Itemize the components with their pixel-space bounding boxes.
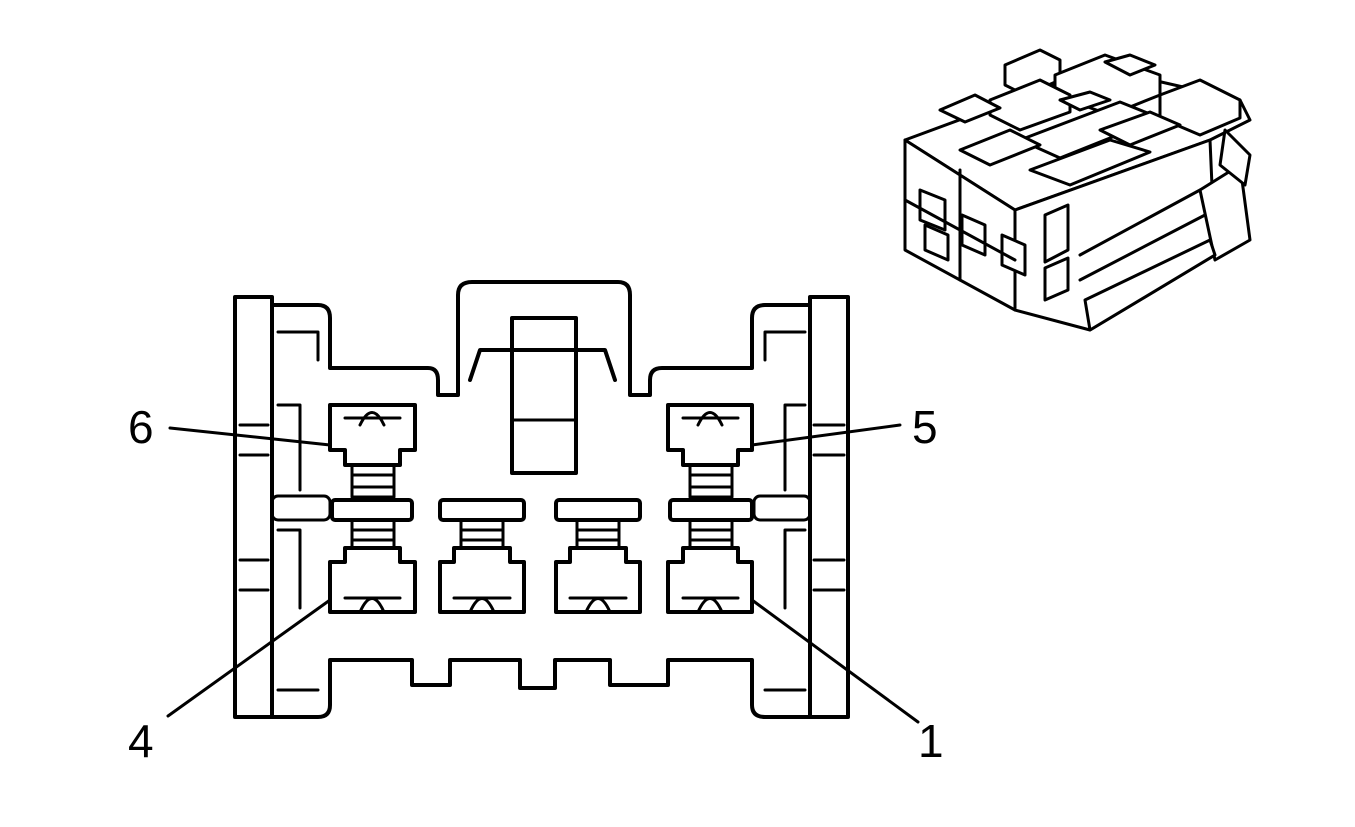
- connector-isometric-view: [903, 48, 1252, 332]
- middle-bars: [330, 498, 754, 522]
- cavity-6: [328, 403, 417, 499]
- center-latch: [468, 348, 617, 382]
- cavity-4: [328, 518, 417, 614]
- leader-lines: [166, 423, 920, 724]
- pin-label-6: 6: [128, 401, 154, 453]
- left-ribs: [238, 423, 332, 592]
- right-ribs: [752, 423, 846, 592]
- center-key: [510, 316, 578, 475]
- left-inner-rail: [276, 330, 320, 692]
- cavity-5: [666, 403, 754, 499]
- housing-body: [270, 280, 812, 719]
- cavity-3: [438, 518, 526, 614]
- housing-outline-right: [808, 295, 850, 719]
- cavity-2: [554, 518, 642, 614]
- leader-5: [750, 423, 902, 447]
- pin-label-1: 1: [918, 715, 944, 767]
- cavity-1: [666, 518, 754, 614]
- connector-face-view: 6 5 4 1: [128, 280, 944, 767]
- right-inner-rail: [763, 330, 807, 692]
- pin-label-5: 5: [912, 401, 938, 453]
- leader-1: [750, 598, 920, 724]
- leader-6: [168, 426, 332, 447]
- pin-label-4: 4: [128, 715, 154, 767]
- leader-4: [166, 598, 332, 718]
